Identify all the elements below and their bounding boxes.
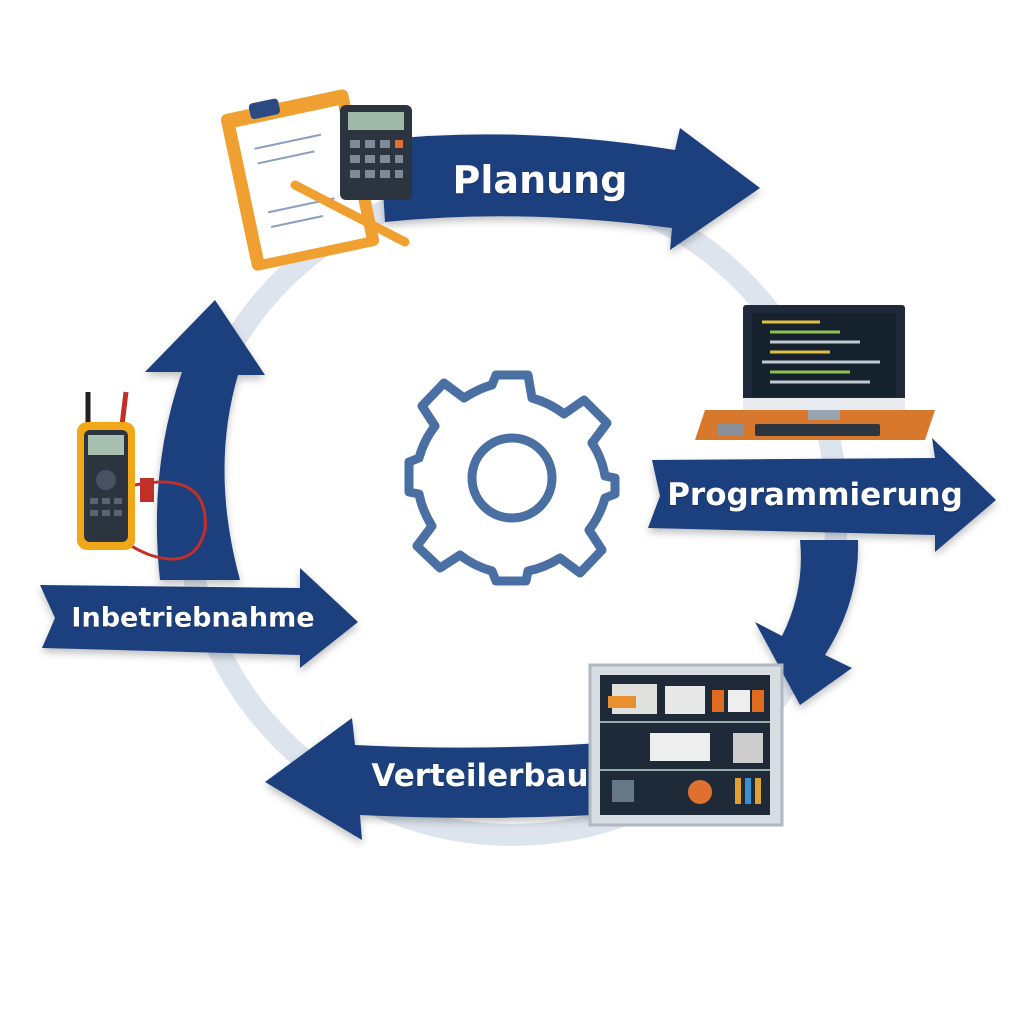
planung-arrow bbox=[380, 128, 760, 250]
up-curve-arrow bbox=[145, 300, 265, 580]
distribution-panel-icon bbox=[588, 663, 784, 827]
programmierung-arrow bbox=[648, 438, 996, 552]
step-label-planung: Planung bbox=[452, 158, 628, 202]
inbetriebnahme-arrow bbox=[40, 568, 358, 668]
clipboard-calculator-icon bbox=[220, 89, 412, 271]
step-label-verteilerbau: Verteilerbau bbox=[371, 758, 589, 794]
multimeter-icon bbox=[77, 391, 207, 561]
computer-monitor-icon bbox=[695, 305, 935, 440]
verteilerbau-arrow bbox=[265, 718, 645, 840]
step-label-inbetriebnahme: Inbetriebnahme bbox=[71, 602, 315, 634]
step-label-programmierung: Programmierung bbox=[667, 477, 963, 513]
gear-icon bbox=[404, 370, 620, 586]
